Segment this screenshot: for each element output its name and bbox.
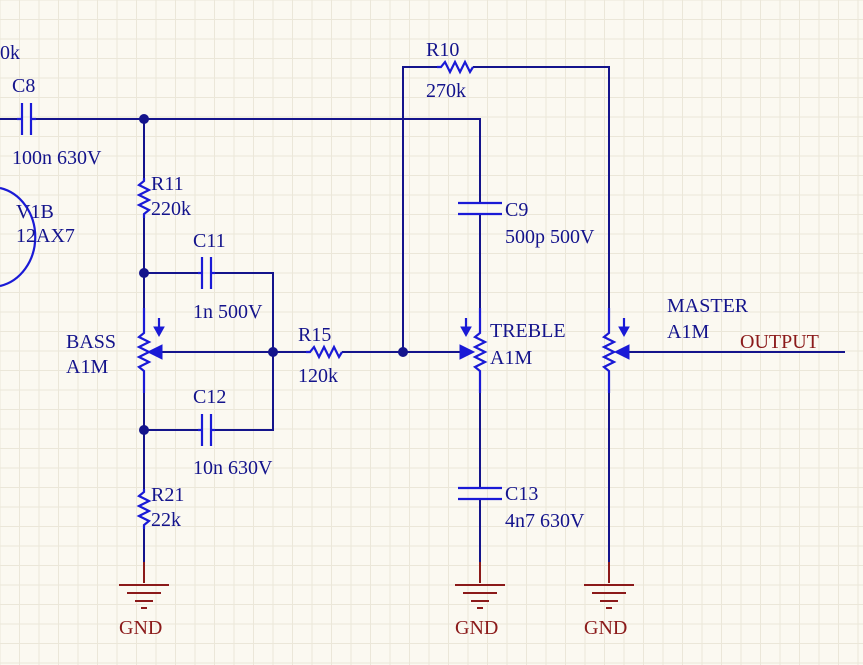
label-treble-value: A1M [490,347,532,369]
label-c9-ref: C9 [505,199,528,221]
c13-capacitor[interactable] [458,486,502,501]
label-top-left-fragment: 0k [0,42,20,64]
label-bass-value: A1M [66,356,108,378]
r21-resistor[interactable] [136,489,152,529]
master-potentiometer[interactable] [601,308,630,393]
net-label-gnd-master: GND [584,617,627,639]
label-v1b-value: 12AX7 [16,225,75,247]
c9-capacitor[interactable] [458,201,502,216]
wire-c12 [144,352,274,431]
label-c8-ref: C8 [12,75,35,97]
r15-resistor[interactable] [306,344,343,360]
label-c11-ref: C11 [193,230,226,252]
label-c11-value: 1n 500V [193,301,263,323]
label-r15-value: 120k [298,365,338,387]
gnd-symbol-treble [455,562,505,609]
labels: 0k C8 100n 630V V1B 12AX7 R11 220k C11 1… [0,39,819,639]
label-r11-ref: R11 [151,173,184,195]
gnd-symbol-master [584,562,634,609]
label-r21-value: 22k [151,509,181,531]
label-c12-ref: C12 [193,386,226,408]
r11-resistor[interactable] [136,178,152,218]
label-r10-value: 270k [426,80,466,102]
label-c8-value: 100n 630V [12,147,102,169]
label-r10-ref: R10 [426,39,459,61]
junction-dot [139,425,149,435]
label-c12-value: 10n 630V [193,457,273,479]
label-v1b-ref: V1B [16,201,54,223]
label-c9-value: 500p 500V [505,226,595,248]
bass-potentiometer[interactable] [136,308,165,393]
c12-capacitor[interactable] [198,414,215,446]
junction-dot [398,347,408,357]
junctions [139,114,408,435]
wire-c11 [144,272,274,352]
label-r15-ref: R15 [298,324,331,346]
wire-r10-loop [402,66,610,352]
label-treble-ref: TREBLE [490,320,566,342]
junction-dot [268,347,278,357]
wire-input-bus [0,118,481,203]
label-c13-ref: C13 [505,483,538,505]
label-master-value: A1M [667,321,709,343]
c11-capacitor[interactable] [198,257,215,289]
junction-dot [139,114,149,124]
label-master-ref: MASTER [667,295,749,317]
gnd-symbol-bass [119,562,169,609]
label-r11-value: 220k [151,198,191,220]
label-r21-ref: R21 [151,484,184,506]
c8-capacitor[interactable] [17,103,36,135]
label-bass-ref: BASS [66,331,116,353]
treble-potentiometer[interactable] [459,308,488,393]
net-label-gnd-bass: GND [119,617,162,639]
r10-resistor[interactable] [437,59,474,75]
net-label-gnd-treble: GND [455,617,498,639]
v1b-tube-outline[interactable] [0,186,37,288]
junction-dot [139,268,149,278]
net-label-output: OUTPUT [740,331,819,353]
label-c13-value: 4n7 630V [505,510,585,532]
wires [0,66,845,583]
